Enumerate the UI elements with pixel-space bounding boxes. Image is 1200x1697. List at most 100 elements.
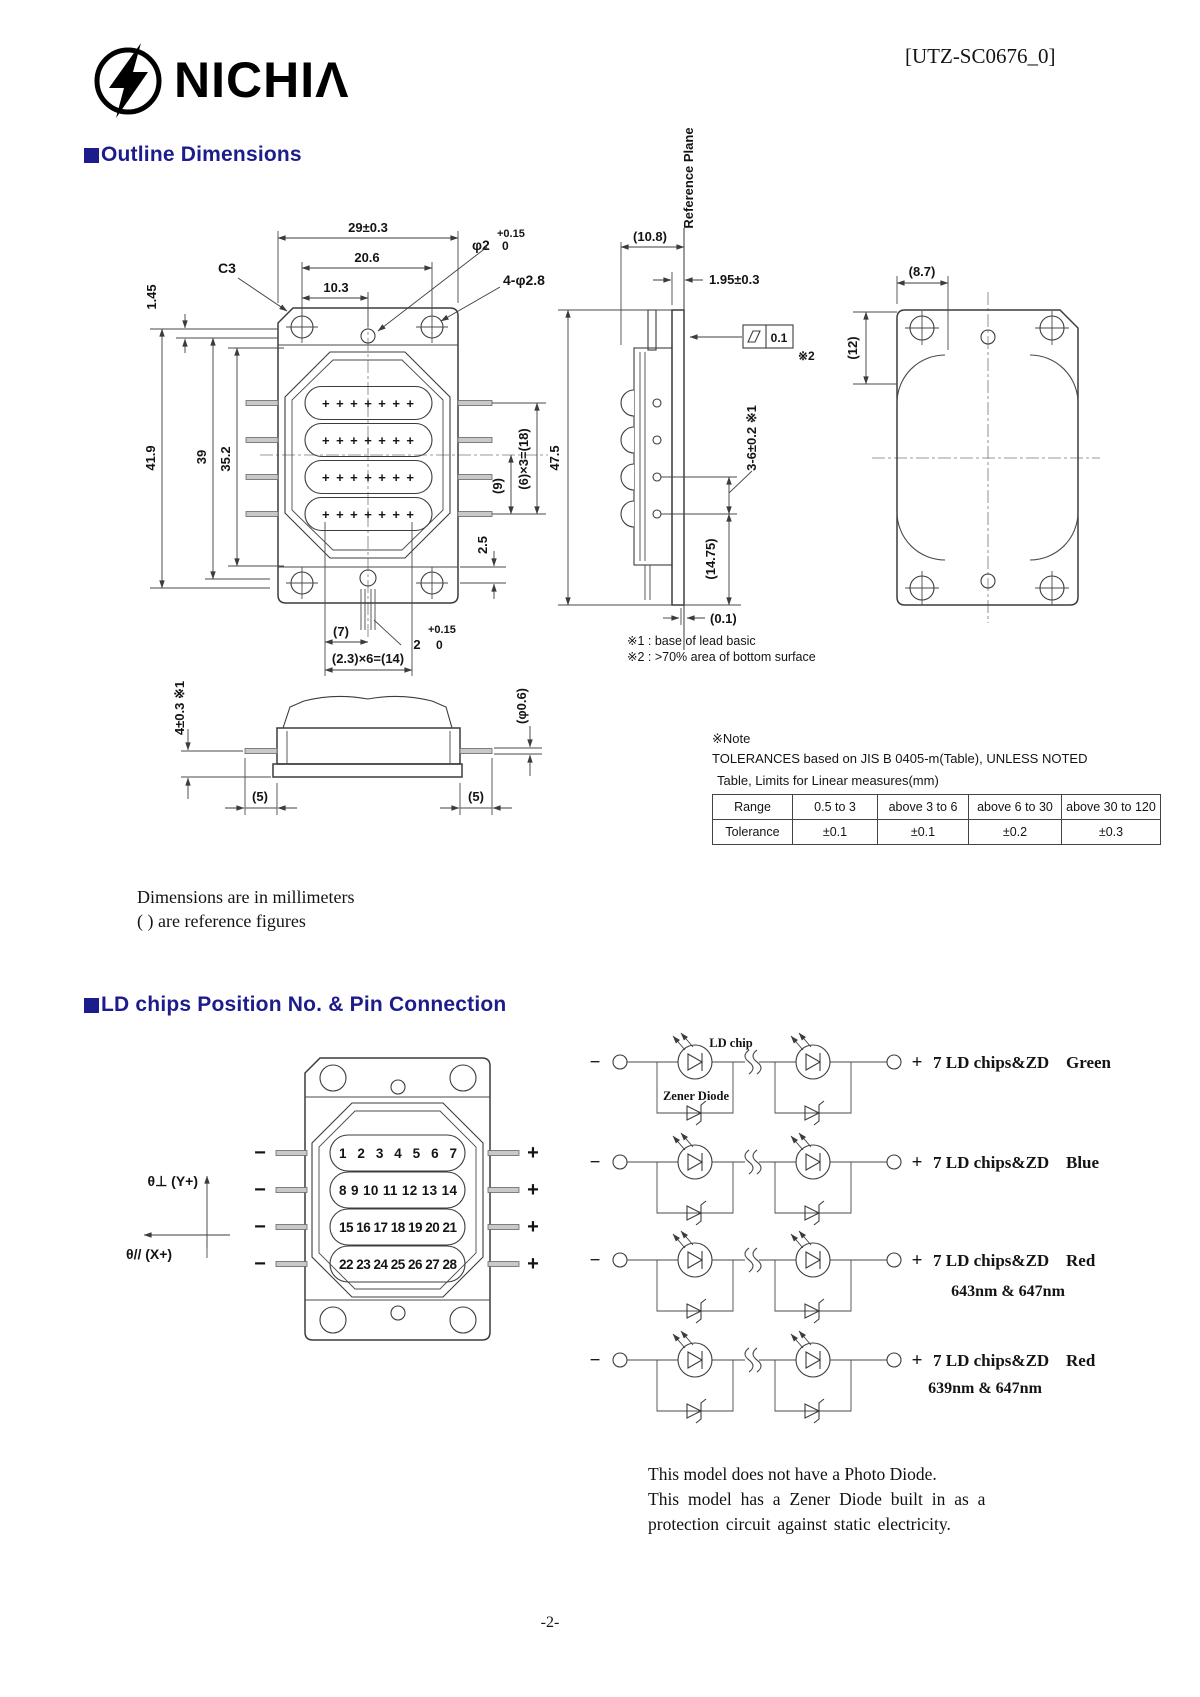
dim-2-3x6-14: (2.3)×6=(14) [332, 651, 404, 666]
dim-4-holes: 4-φ2.8 [503, 272, 545, 288]
chip-marks-row2: +++++++ [322, 433, 414, 448]
tolerance-header-cell: above 6 to 30 [968, 794, 1062, 820]
circuit-color-red-643: Red [1066, 1251, 1096, 1270]
dim-lead-2-tol-bot: 0 [436, 638, 443, 652]
section-title-pins: LD chips Position No. & Pin Connection [84, 993, 506, 1017]
tolerance-header-cell: above 3 to 6 [877, 794, 969, 820]
zener-diode-label: Zener Diode [663, 1089, 730, 1103]
emitter-rows: +++++++ +++++++ +++++++ +++++++ [304, 385, 433, 532]
dim-14-75: (14.75) [703, 538, 718, 579]
dim-phi2: φ2 [472, 237, 490, 253]
circuit-plus: + [912, 1152, 923, 1173]
rear-view-drawing: (8.7) (12) [845, 264, 1100, 623]
pin-row-4: 22 23 24 25 26 27 28 [339, 1257, 457, 1272]
dim-10-8: (10.8) [633, 229, 667, 244]
dim-39: 39 [194, 450, 209, 464]
dim-12: (12) [845, 336, 860, 359]
dim-9: (9) [490, 478, 505, 494]
dim-lead-2: 2 [413, 637, 420, 652]
tolerance-header-cell: Range [712, 794, 793, 820]
dim-0-1: (0.1) [710, 611, 737, 626]
dim-phi2-tol-top: +0.15 [497, 228, 525, 240]
dim-6x3-18: (6)×3=(18) [516, 428, 531, 489]
reference-note-2: ※2 : >70% area of bottom surface [627, 650, 816, 664]
circuit-desc: 7 LD chips&ZD [933, 1153, 1049, 1172]
pin-row-3: 15 16 17 18 19 20 21 [339, 1220, 457, 1235]
tolerance-value-cell: ±0.3 [1061, 819, 1161, 845]
flatness-value: 0.1 [771, 331, 788, 345]
tolerance-value-cell: ±0.2 [968, 819, 1062, 845]
polarity-minus-3: − [254, 1216, 266, 1238]
circuit-row-red-639: − + 7 LD chips&ZD Red 639nm & 647nm [590, 1330, 1096, 1424]
dim-phi-0-6: (φ0.6) [514, 688, 529, 724]
front-view-drawing: +++++++ +++++++ +++++++ +++++++ 29±0.3 2… [143, 220, 548, 676]
section-bullet-icon [84, 997, 99, 1013]
tolerance-value-cell: ±0.1 [877, 819, 969, 845]
tolerance-header-cell: above 30 to 120 [1061, 794, 1161, 820]
model-note-line3: protection circuit against static electr… [648, 1514, 951, 1534]
dim-phi2-tol-bot: 0 [502, 239, 509, 253]
units-note: Dimensions are in millimeters ( ) are re… [137, 885, 354, 933]
brand-name: NICHIΛ [174, 52, 350, 108]
axis-x-label: θ// (X+) [126, 1246, 172, 1262]
pin-position-diagram: 1 2 3 4 5 6 7 8 9 10 11 12 13 14 15 16 1… [254, 1057, 539, 1341]
circuit-plus: + [912, 1350, 923, 1371]
units-note-line2: ( ) are reference figures [137, 911, 306, 931]
ld-chip-label: LD chip [709, 1036, 752, 1050]
flatness-ref-2: ※2 [798, 349, 815, 363]
chip-marks-row3: +++++++ [322, 470, 414, 485]
dim-7: (7) [333, 624, 349, 639]
dim-width-10-3: 10.3 [323, 280, 348, 295]
dim-2-5: 2.5 [475, 536, 490, 554]
pin-diagram-leads [275, 1150, 520, 1267]
circuit-minus: − [590, 1152, 601, 1173]
note-tolerances: TOLERANCES based on JIS B 0405-m(Table),… [712, 751, 1088, 766]
dim-41-9: 41.9 [143, 445, 158, 470]
circuit-row-green: − LD chip Zener Diode + 7 LD chips&ZD Gr… [590, 1032, 1112, 1126]
side-view-drawing: Reference Plane 47.5 (10.8) 1.95±0.3 0.1… [547, 127, 815, 650]
dim-5-left: (5) [252, 789, 268, 804]
circuit-wavelengths-643: 643nm & 647nm [951, 1283, 1065, 1300]
dim-1-95: 1.95±0.3 [709, 272, 760, 287]
reference-note-1: ※1 : base of lead basic [627, 634, 756, 648]
model-note-line2: This model has a Zener Diode built in as… [648, 1489, 986, 1509]
pin-row-1: 1 2 3 4 5 6 7 [339, 1146, 457, 1161]
tolerance-table-value-row: Tolerance ±0.1 ±0.1 ±0.2 ±0.3 [712, 819, 1161, 845]
axis-y-label: θ⊥ (Y+) [148, 1173, 199, 1189]
circuit-color-green: Green [1066, 1053, 1112, 1072]
pin-row-2: 8 9 10 11 12 13 14 [339, 1183, 457, 1198]
document-number: [UTZ-SC0676_0] [905, 44, 1056, 68]
nichia-logo-mark [94, 43, 162, 118]
front-lead-pins [245, 400, 493, 517]
polarity-minus-2: − [254, 1179, 266, 1201]
model-note: This model does not have a Photo Diode. … [648, 1462, 1012, 1537]
note-title: ※Note [712, 731, 751, 746]
page-number: -2- [540, 1614, 560, 1631]
section-bullet-icon [84, 147, 99, 163]
section-title-pins-label: LD chips Position No. & Pin Connection [101, 993, 507, 1016]
dim-4-0-3: 4±0.3 ※1 [172, 681, 187, 735]
circuit-wavelengths-639: 639nm & 647nm [928, 1380, 1042, 1397]
tolerance-table: Range 0.5 to 3 above 3 to 6 above 6 to 3… [712, 794, 1161, 845]
tolerance-header-cell: 0.5 to 3 [792, 794, 878, 820]
polarity-plus-3: + [527, 1216, 539, 1238]
circuit-plus: + [912, 1052, 923, 1073]
dim-47-5: 47.5 [547, 445, 562, 470]
dim-width-20-6: 20.6 [354, 250, 379, 265]
tolerance-table-header-row: Range 0.5 to 3 above 3 to 6 above 6 to 3… [712, 794, 1161, 820]
polarity-minus-1: − [254, 1142, 266, 1164]
dim-35-2: 35.2 [218, 446, 233, 471]
circuit-plus: + [912, 1250, 923, 1271]
polarity-minus-4: − [254, 1253, 266, 1275]
circuit-desc: 7 LD chips&ZD [933, 1251, 1049, 1270]
section-title-outline-label: Outline Dimensions [101, 143, 302, 166]
dim-5-right: (5) [468, 789, 484, 804]
dim-8-7: (8.7) [909, 264, 936, 279]
circuit-desc: 7 LD chips&ZD [933, 1053, 1049, 1072]
polarity-plus-4: + [527, 1253, 539, 1275]
dim-width-29: 29±0.3 [348, 220, 388, 235]
beam-axes: θ⊥ (Y+) θ// (X+) [126, 1173, 230, 1262]
chip-marks-row1: +++++++ [322, 396, 414, 411]
circuit-color-red-639: Red [1066, 1351, 1096, 1370]
